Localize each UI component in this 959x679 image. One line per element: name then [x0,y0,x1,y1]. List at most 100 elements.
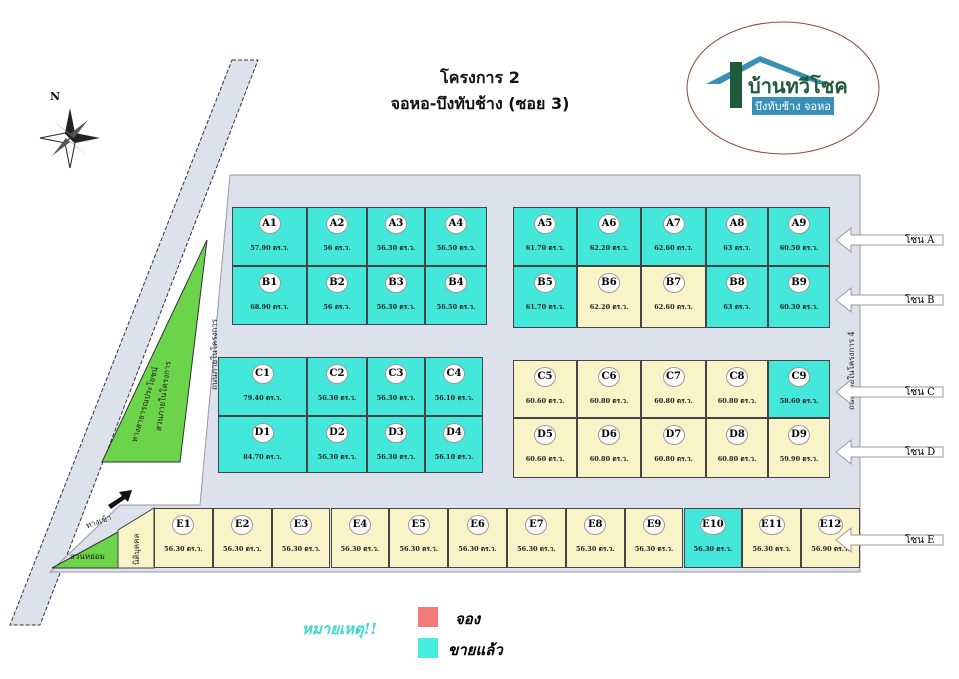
plot-code: B4 [445,273,467,293]
plot-b4[interactable]: B4 56.50 ตร.ว. [425,266,487,325]
logo-subtitle: บึงทับช้าง จอหอ [752,97,835,115]
plot-e7[interactable]: E7 56.30 ตร.ว. [507,508,566,568]
plot-area: 60.80 ตร.ว. [717,455,757,463]
plot-code: E10 [700,515,726,535]
juristic-label: นิติบุคคล [132,533,141,565]
plot-e3[interactable]: E3 56.30 ตร.ว. [271,508,331,568]
legend-title: หมายเหตุ!! [302,620,377,638]
plot-area: 56.10 ตร.ว. [434,394,474,402]
plot-area: 56.30 ตร.ว. [575,545,615,553]
zone-marker-d: โซน D [835,439,945,465]
plot-code: A8 [726,214,748,234]
plot-e6[interactable]: E6 56.30 ตร.ว. [448,508,507,568]
green-area [101,239,208,463]
plot-area: 79.40 ตร.ว. [243,394,282,402]
public-road [9,59,259,626]
plot-area: 57.90 ตร.ว. [250,244,289,252]
legend-sold-label: ขายแล้ว [448,641,503,659]
plot-code: E5 [407,515,430,535]
plot-code: A2 [326,214,348,234]
zone-label: โซน A [905,235,935,246]
plot-area: 56.50 ตร.ว. [436,303,476,311]
plot-area: 63 ตร.ว. [723,244,751,252]
plot-area: 60.60 ตร.ว. [525,397,565,405]
plot-a9[interactable]: A9 60.50 ตร.ว. [768,207,830,266]
plot-area: 56.30 ตร.ว. [634,545,674,553]
zone-label: โซน D [905,447,936,458]
plot-area: 56.30 ตร.ว. [281,545,321,553]
plot-code: B3 [385,273,407,293]
plot-area: 56.30 ตร.ว. [517,545,556,553]
juristic-area [117,507,155,569]
plot-code: C4 [443,364,465,384]
legend-reserved-label: จอง [455,610,481,628]
plot-code: E6 [466,515,489,535]
plot-code: E3 [290,515,313,535]
plot-code: D8 [726,425,748,445]
plot-code: D3 [385,423,407,443]
zone-label: โซน E [905,535,935,546]
plot-code: A1 [258,214,281,234]
plot-a8[interactable]: A8 63 ตร.ว. [706,207,768,266]
plot-code: D1 [251,423,274,443]
plot-code: E7 [525,515,548,535]
logo-name: บ้านทวีโชค [748,74,848,98]
plot-code: C9 [788,367,810,387]
plot-code: D6 [598,425,620,445]
plot-area: 62.60 ตร.ว. [654,244,693,252]
plot-c4[interactable]: C4 56.10 ตร.ว. [425,357,483,416]
entrance-arrow [108,490,132,509]
plot-code: A5 [534,214,556,234]
plot-code: C2 [326,364,348,384]
plot-code: A9 [788,214,810,234]
plot-area: 56.30 ตร.ว. [340,545,380,553]
legend-reserved-swatch [418,607,438,627]
plot-code: E4 [348,515,371,535]
plot-area: 56.30 ตร.ว. [458,545,497,553]
plot-area: 60.80 ตร.ว. [589,397,629,405]
plot-e4[interactable]: E4 56.30 ตร.ว. [330,508,390,568]
arrow-left-icon [835,287,944,313]
plot-d8[interactable]: D8 60.80 ตร.ว. [706,418,768,478]
plot-area: 63 ตร.ว. [723,303,751,311]
plot-a1[interactable]: A1 57.90 ตร.ว. [232,207,307,266]
plot-area: 60.50 ตร.ว. [779,244,819,252]
